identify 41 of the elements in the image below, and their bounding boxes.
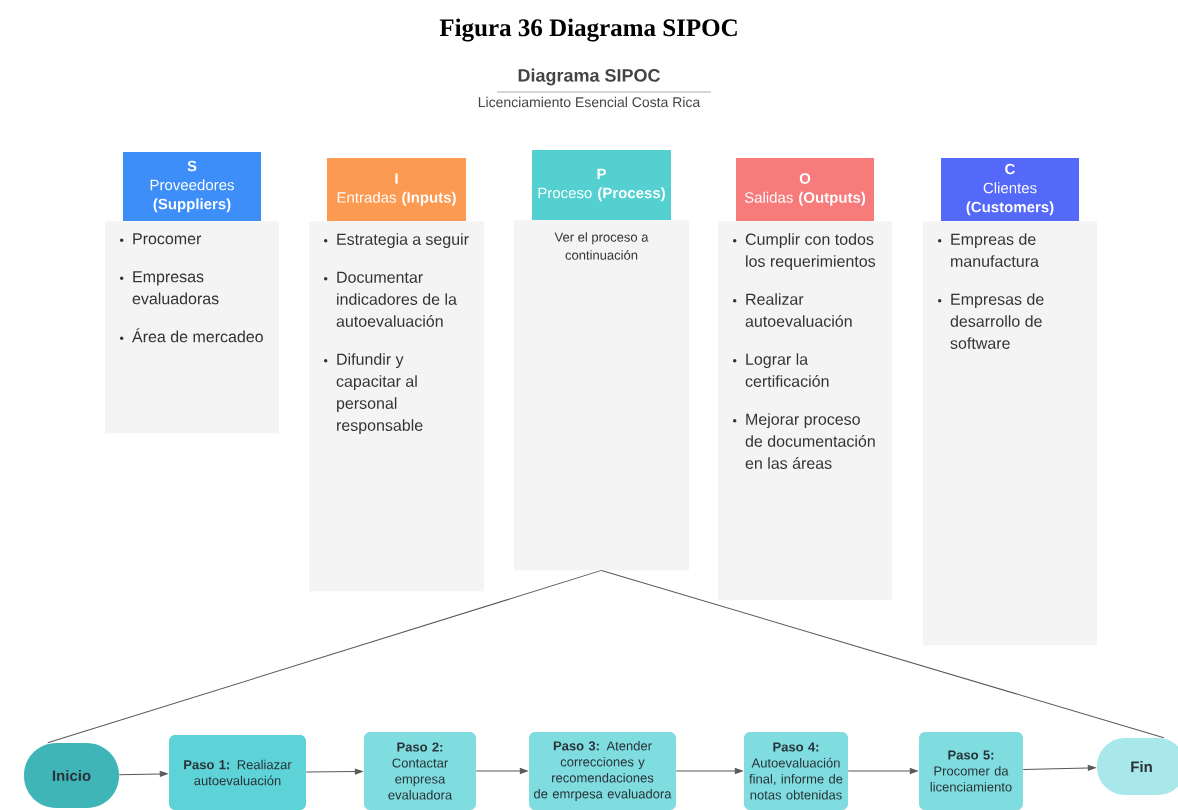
column-box	[718, 221, 892, 601]
arrow	[847, 768, 918, 774]
arrow	[118, 770, 168, 777]
column-header: C Clientes (Customers)	[941, 158, 1079, 221]
list-item: Realizar autoevaluación	[733, 293, 852, 327]
process-box: Paso 1: Realiazar autoevaluación	[169, 735, 306, 810]
arrow	[305, 768, 363, 775]
column-header: O Salidas (Outputs)	[736, 158, 874, 221]
list-item: Empresas evaluadoras	[120, 271, 219, 305]
column-box	[105, 221, 279, 434]
note-text: Ver el proceso a continuación	[554, 232, 649, 260]
process-box: Paso 3: Atender correcciones y recomendaciones de emrpesa evaluadora	[529, 732, 676, 810]
list-item: Área de mercadeo	[120, 328, 263, 343]
list-item: Mejorar proceso de documentación en las áreas	[733, 413, 875, 469]
list-item: Empresas de desarrollo de software	[938, 293, 1044, 349]
terminal-pill: Inicio	[24, 743, 119, 808]
connector-line	[601, 569, 1165, 739]
list-item: Documentar indicadores de la autoevaluación	[324, 271, 457, 327]
subtitle: Licenciamiento Esencial Costa Rica	[478, 96, 701, 108]
arrow	[1022, 764, 1096, 771]
figure-title: Figura 36 Diagrama SIPOC	[439, 18, 737, 42]
list-item: Difundir y capacitar al personal responsable	[324, 353, 423, 435]
list-item: Lograr la certificación	[733, 353, 829, 387]
column-box	[923, 221, 1097, 646]
process-box: Paso 2: Contactar empresa evaluadora	[364, 732, 476, 810]
terminal-pill: Fin	[1097, 738, 1178, 795]
arrow	[675, 768, 743, 774]
list-item: Cumplir con todos los requerimientos	[733, 233, 876, 271]
process-box: Paso 4: Autoevaluación final, informe de notas obtenidas	[744, 732, 848, 810]
column-header: S Proveedores (Suppliers)	[123, 152, 261, 221]
column-box	[309, 221, 484, 592]
column-header: P Proceso (Process)	[532, 150, 671, 220]
process-box: Paso 5: Procomer da licenciamiento	[919, 732, 1023, 810]
column-header: I Entradas (Inputs)	[327, 158, 466, 221]
column-box	[514, 220, 689, 571]
list-item: Procomer	[120, 233, 202, 245]
list-item: Estrategia a seguir	[324, 233, 469, 249]
arrow	[475, 768, 528, 774]
diagram-heading: Diagrama SIPOC	[518, 68, 661, 86]
list-item: Empreas de manufactura	[938, 233, 1039, 267]
connector-line	[47, 569, 602, 744]
